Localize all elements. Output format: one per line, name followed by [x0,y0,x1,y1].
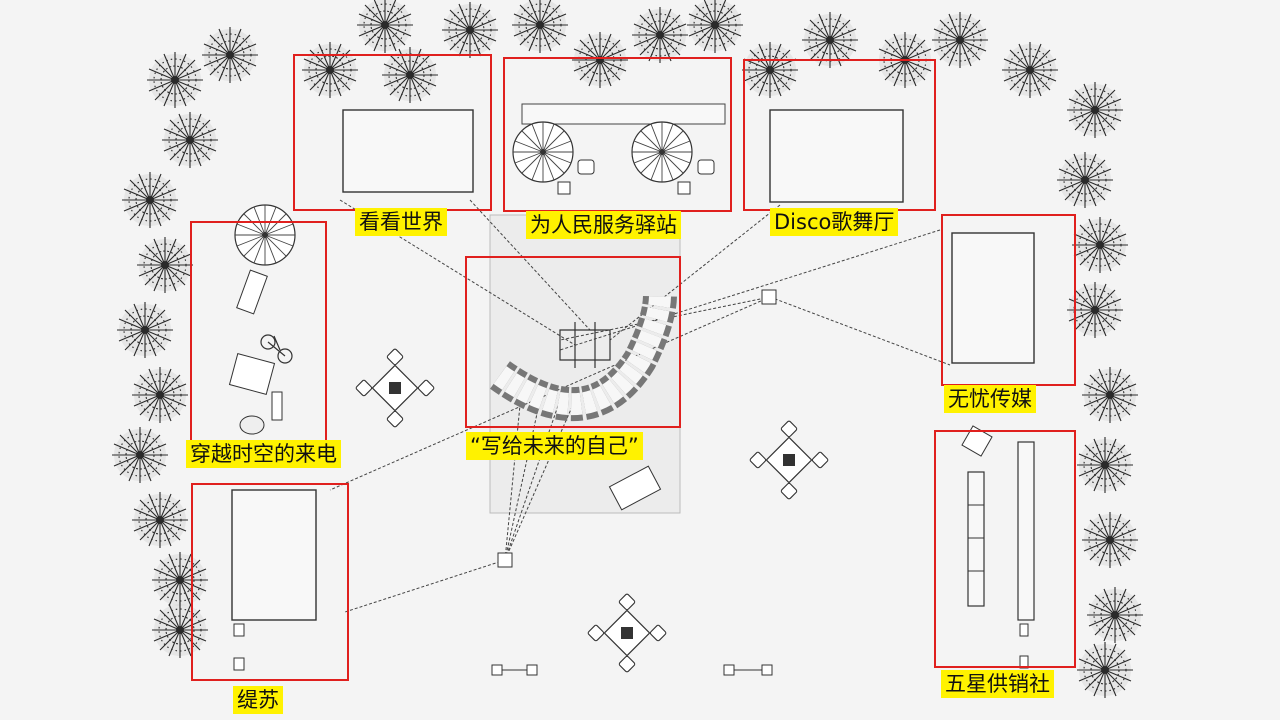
label-service: 为人民服务驿站 [526,211,681,239]
zone-timecall [190,221,327,442]
zone-tisu [191,483,349,681]
zone-service [503,57,732,212]
zone-kankan [293,54,492,211]
bicycle-icon [260,334,293,364]
stairs [608,465,662,511]
label-timecall: 穿越时空的来电 [186,440,341,468]
label-coop: 五星供销社 [941,670,1054,698]
letter-wall [490,294,677,422]
label-future: “写给未来的自己” [466,432,643,460]
label-tisu: 缇苏 [233,686,283,714]
zone-future [465,256,681,428]
zone-coop [934,430,1076,668]
zone-media [941,214,1076,386]
label-kankan: 看看世界 [355,208,447,236]
zone-disco [743,59,936,211]
bench-icon [491,664,773,676]
label-media: 无忧传媒 [944,385,1036,413]
label-disco: Disco歌舞厅 [770,208,899,236]
